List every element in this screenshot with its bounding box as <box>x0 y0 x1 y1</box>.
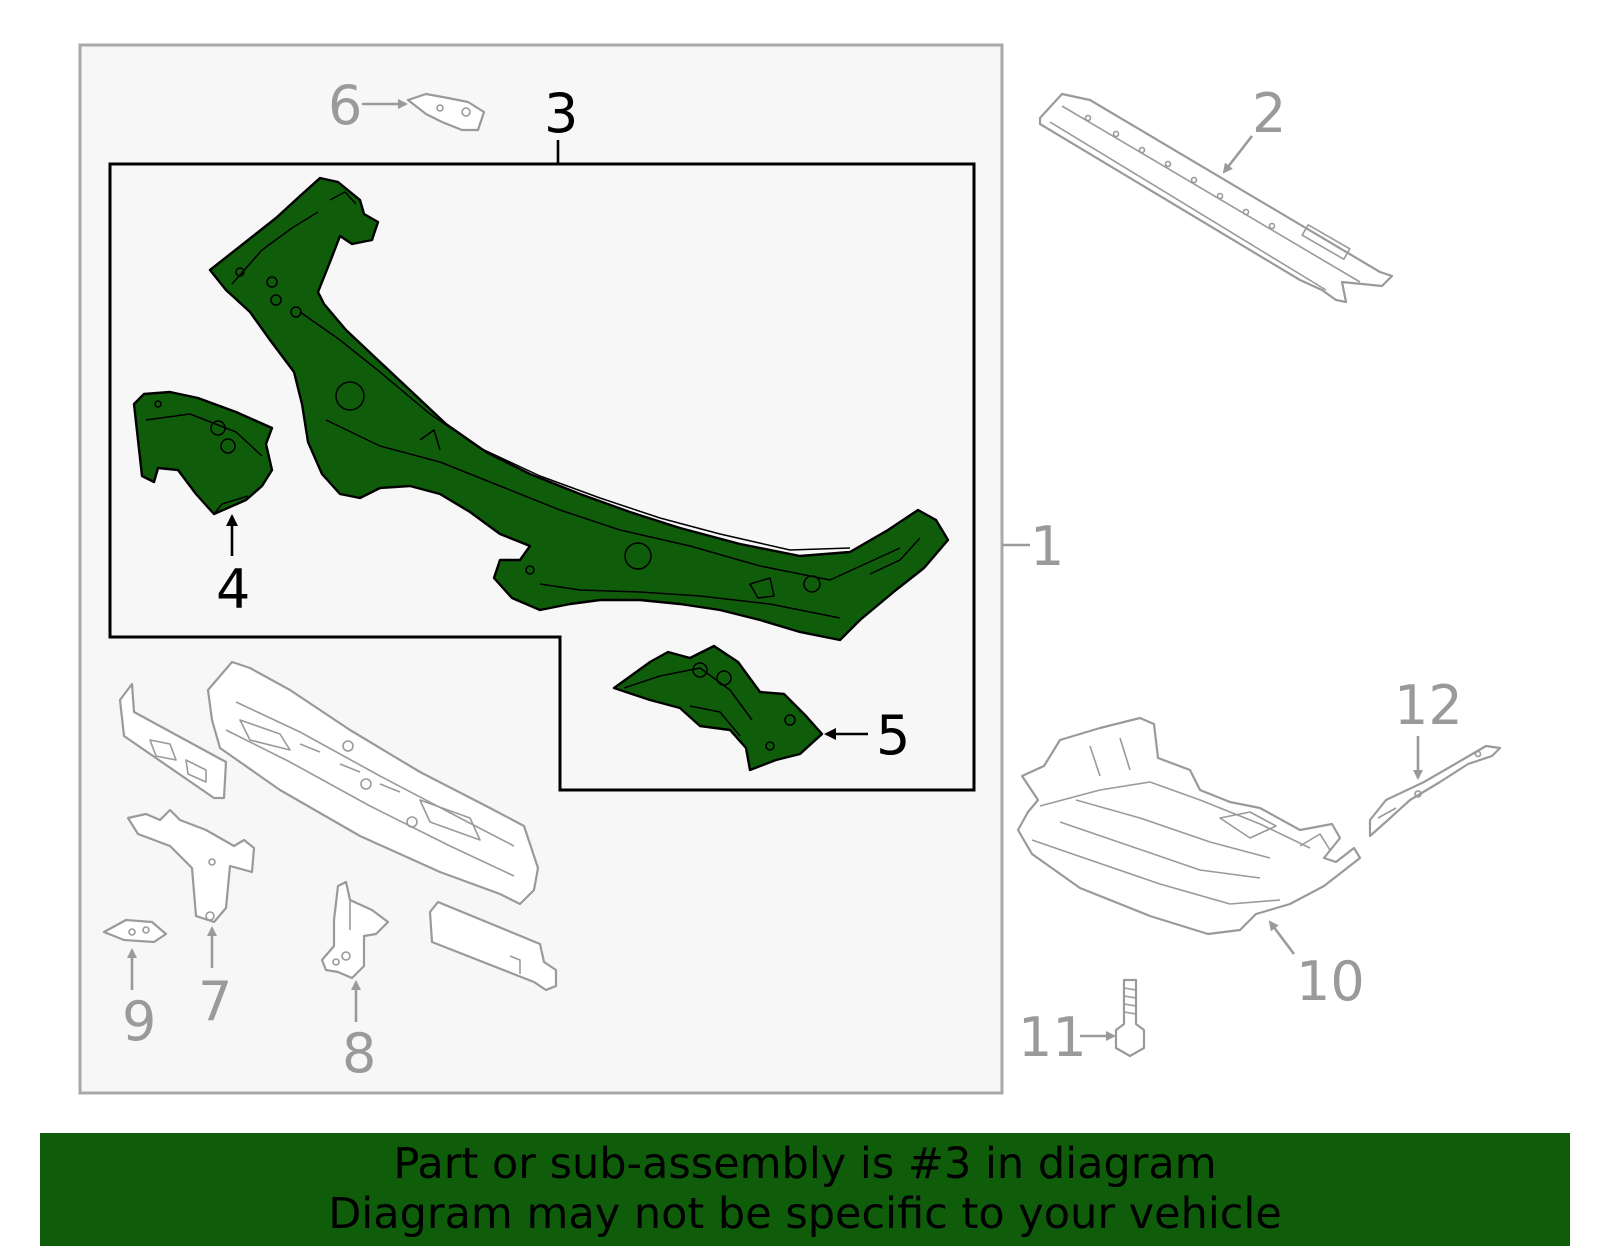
callout-12: 12 <box>1394 674 1463 737</box>
subassembly-3-outline <box>108 162 976 792</box>
part-10-splash-shield[interactable] <box>1016 716 1362 936</box>
callout-8: 8 <box>342 1022 376 1085</box>
callout-2-leader <box>1222 135 1254 174</box>
banner-line-2: Diagram may not be specific to your vehi… <box>328 1189 1282 1239</box>
rail-holes <box>1084 114 1276 230</box>
lower-plate[interactable] <box>428 900 558 992</box>
callout-1: 1 <box>1030 515 1064 578</box>
part-2-rail[interactable] <box>1038 92 1394 304</box>
part-4-left-bracket[interactable] <box>132 390 274 516</box>
part-3-tie-bar[interactable] <box>208 176 950 642</box>
part-8-bracket[interactable] <box>320 880 390 980</box>
part-7-bracket[interactable] <box>126 808 256 924</box>
part-6-small-bracket[interactable] <box>406 92 486 132</box>
callout-6: 6 <box>328 74 362 137</box>
part-9-clip[interactable] <box>102 918 168 944</box>
reinforcement-strip[interactable] <box>118 682 228 800</box>
callout-5: 5 <box>876 704 910 767</box>
info-banner: Part or sub-assembly is #3 in diagram Di… <box>40 1133 1570 1246</box>
lower-support-panel[interactable] <box>206 660 540 906</box>
part-5-right-bracket[interactable] <box>612 644 824 772</box>
callout-10-leader <box>1268 920 1296 955</box>
callout-7: 7 <box>198 970 232 1033</box>
callout-3: 3 <box>544 82 578 145</box>
callout-2: 2 <box>1252 82 1286 145</box>
callout-10: 10 <box>1296 950 1365 1013</box>
part-11-bolt[interactable] <box>1114 978 1146 1058</box>
banner-line-1: Part or sub-assembly is #3 in diagram <box>393 1139 1217 1189</box>
callout-4: 4 <box>216 558 250 621</box>
callout-11: 11 <box>1018 1006 1087 1069</box>
callout-9: 9 <box>122 990 156 1053</box>
part-12-bracket[interactable] <box>1368 744 1502 838</box>
